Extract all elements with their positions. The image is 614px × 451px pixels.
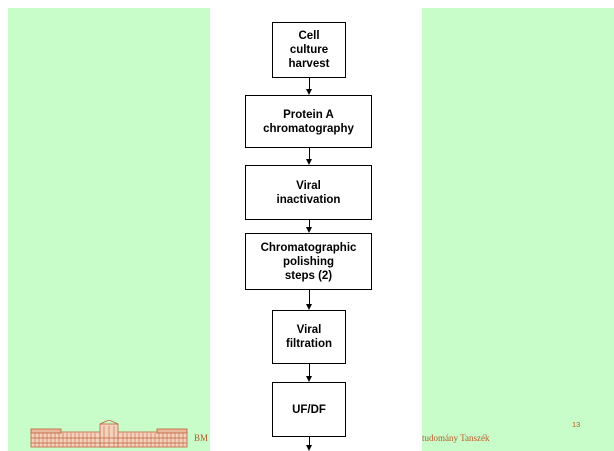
flow-step-uf-df: UF/DF: [272, 382, 346, 437]
flow-step-label: Cell culture harvest: [288, 30, 330, 70]
flowchart-panel: [210, 8, 422, 451]
flow-step-cell-culture-harvest: Cell culture harvest: [272, 22, 346, 78]
flow-step-label: Chromatographic polishing steps (2): [260, 241, 357, 282]
university-building-logo-icon: [30, 419, 188, 448]
flow-step-label: Viral inactivation: [276, 179, 341, 206]
flow-step-label: Protein A chromatography: [263, 108, 354, 135]
flow-step-chromatographic-polishing: Chromatographic polishing steps (2): [245, 233, 372, 290]
footer-left-text: BM: [194, 433, 209, 443]
background-left-panel: [8, 8, 210, 451]
flow-step-viral-filtration: Viral filtration: [272, 310, 346, 364]
page-number: 13: [572, 420, 581, 429]
background-right-panel: [422, 8, 614, 451]
flow-step-label: Viral filtration: [286, 324, 332, 350]
footer-right-text: tudomány Tanszék: [422, 433, 490, 443]
flow-step-label: UF/DF: [292, 403, 326, 416]
flow-step-viral-inactivation: Viral inactivation: [245, 165, 372, 220]
flow-step-protein-a-chromatography: Protein A chromatography: [245, 95, 372, 148]
